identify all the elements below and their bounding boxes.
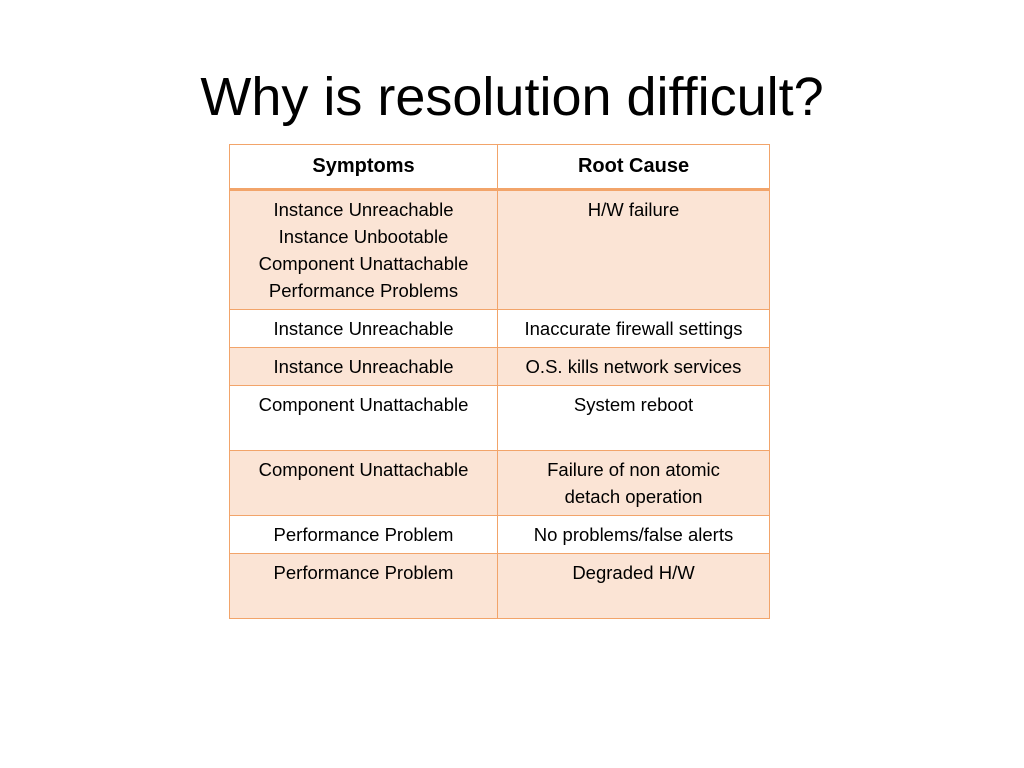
symptom-text: Instance Unbootable: [278, 226, 449, 247]
root-cause-table: Symptoms Root Cause Instance Unreachable…: [229, 144, 770, 619]
root-cause-cell: Inaccurate firewall settings: [497, 309, 770, 348]
header-symptoms: Symptoms: [229, 144, 498, 191]
table-row: Instance Unreachable Instance Unbootable…: [229, 189, 770, 310]
header-root-cause: Root Cause: [497, 144, 770, 191]
root-cause-text: detach operation: [564, 486, 703, 507]
symptoms-cell: Instance Unreachable Instance Unbootable…: [229, 189, 498, 310]
symptom-text: Instance Unreachable: [273, 199, 454, 220]
table-row: Instance Unreachable O.S. kills network …: [229, 347, 770, 386]
root-cause-cell: Degraded H/W: [497, 553, 770, 619]
table-row: Performance Problem Degraded H/W: [229, 553, 770, 619]
symptoms-cell: Performance Problem: [229, 515, 498, 554]
symptom-text: Component Unattachable: [258, 459, 469, 480]
table-header-row: Symptoms Root Cause: [229, 144, 770, 191]
symptoms-cell: Instance Unreachable: [229, 347, 498, 386]
symptom-text: Instance Unreachable: [273, 356, 454, 377]
symptom-text: Component Unattachable: [258, 253, 469, 274]
symptoms-cell: Instance Unreachable: [229, 309, 498, 348]
root-cause-text: No problems/false alerts: [533, 524, 734, 545]
root-cause-cell: O.S. kills network services: [497, 347, 770, 386]
root-cause-cell: No problems/false alerts: [497, 515, 770, 554]
root-cause-cell: Failure of non atomic detach operation: [497, 450, 770, 516]
symptom-text: Component Unattachable: [258, 394, 469, 415]
root-cause-text: Inaccurate firewall settings: [524, 318, 743, 339]
root-cause-text: H/W failure: [587, 199, 680, 220]
symptom-text: Instance Unreachable: [273, 318, 454, 339]
slide-title: Why is resolution difficult?: [200, 67, 824, 127]
symptoms-cell: Component Unattachable: [229, 385, 498, 451]
symptoms-cell: Performance Problem: [229, 553, 498, 619]
symptom-text: Performance Problem: [273, 524, 454, 545]
root-cause-cell: System reboot: [497, 385, 770, 451]
table-row: Instance Unreachable Inaccurate firewall…: [229, 309, 770, 348]
root-cause-cell: H/W failure: [497, 189, 770, 310]
root-cause-text: Degraded H/W: [572, 562, 695, 583]
table-row: Component Unattachable Failure of non at…: [229, 450, 770, 516]
symptom-text: Performance Problem: [273, 562, 454, 583]
table-row: Component Unattachable System reboot: [229, 385, 770, 451]
root-cause-text: O.S. kills network services: [525, 356, 742, 377]
symptoms-cell: Component Unattachable: [229, 450, 498, 516]
symptom-text: Performance Problems: [268, 280, 459, 301]
root-cause-text: Failure of non atomic: [547, 459, 720, 480]
root-cause-text: System reboot: [573, 394, 694, 415]
symptom-cause-table: Symptoms Root Cause Instance Unreachable…: [229, 144, 770, 619]
table-row: Performance Problem No problems/false al…: [229, 515, 770, 554]
